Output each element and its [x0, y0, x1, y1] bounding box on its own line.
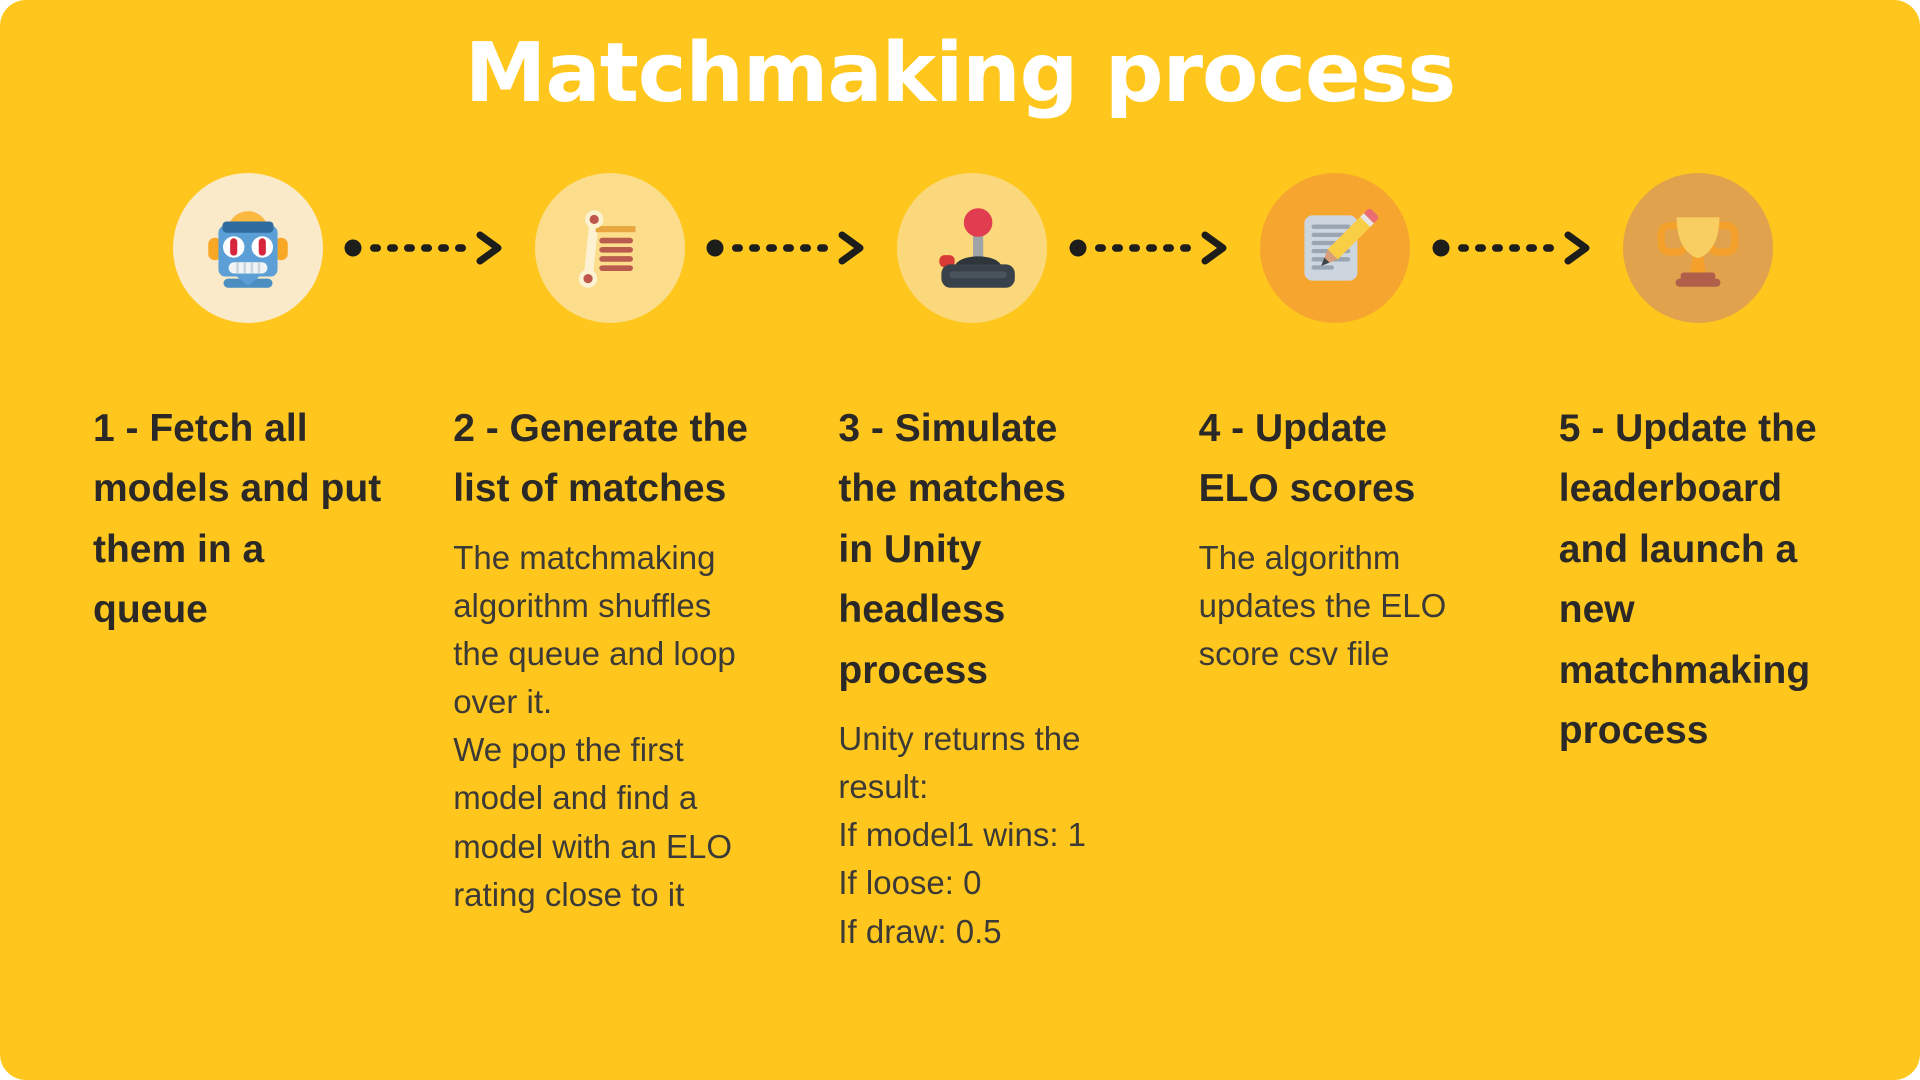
step-3-heading: 3 - Simulate the matches in Unity headle… [838, 406, 1066, 692]
step-2-description: The matchmaking algorithm shuffles the q… [453, 538, 736, 913]
step-1-heading: 1 - Fetch all models and put them in a q… [93, 406, 382, 632]
step-3-icon-cell [782, 172, 1137, 323]
step-3-description: Unity returns the result: If model1 wins… [838, 719, 1087, 950]
step-4-description: The algorithm updates the ELO score csv … [1198, 538, 1447, 672]
step-2-heading: 2 - Generate the list of matches [453, 406, 748, 511]
step-5-icon-circle [1623, 172, 1774, 323]
joystick-icon [939, 207, 1015, 288]
step-5-heading: 5 - Update the leaderboard and launch a … [1558, 406, 1817, 752]
step-3-icon-circle [896, 172, 1047, 323]
step-4-heading: 4 - Update ELO scores [1198, 406, 1416, 511]
step-4-text: 4 - Update ELO scores The algorithm upda… [1138, 399, 1493, 956]
process-step-texts: 1 - Fetch all models and put them in a q… [72, 399, 1848, 956]
step-1-text: 1 - Fetch all models and put them in a q… [72, 399, 427, 956]
step-2-text: 2 - Generate the list of matches The mat… [427, 399, 782, 956]
dotted-arrow-icon [1069, 226, 1239, 270]
dotted-arrow-icon [344, 226, 514, 270]
dotted-arrow-icon [1432, 226, 1602, 270]
step-2-icon-circle [534, 172, 685, 323]
robot-icon [207, 211, 288, 288]
step-5-icon-cell [1493, 172, 1848, 323]
scroll-list-icon [578, 210, 636, 288]
step-2-icon-cell [427, 172, 782, 323]
step-5-text: 5 - Update the leaderboard and launch a … [1493, 399, 1848, 956]
step-4-icon-cell [1138, 172, 1493, 323]
dotted-arrow-icon [706, 226, 876, 270]
step-4-icon-circle [1260, 172, 1411, 323]
page-title: Matchmaking process [464, 26, 1456, 121]
step-3-text: 3 - Simulate the matches in Unity headle… [782, 399, 1137, 956]
trophy-icon [1658, 217, 1739, 287]
process-step-icons [72, 172, 1848, 323]
step-1-icon-circle [172, 172, 323, 323]
note-pencil-icon [1304, 208, 1379, 281]
step-1-icon-cell [72, 172, 427, 323]
